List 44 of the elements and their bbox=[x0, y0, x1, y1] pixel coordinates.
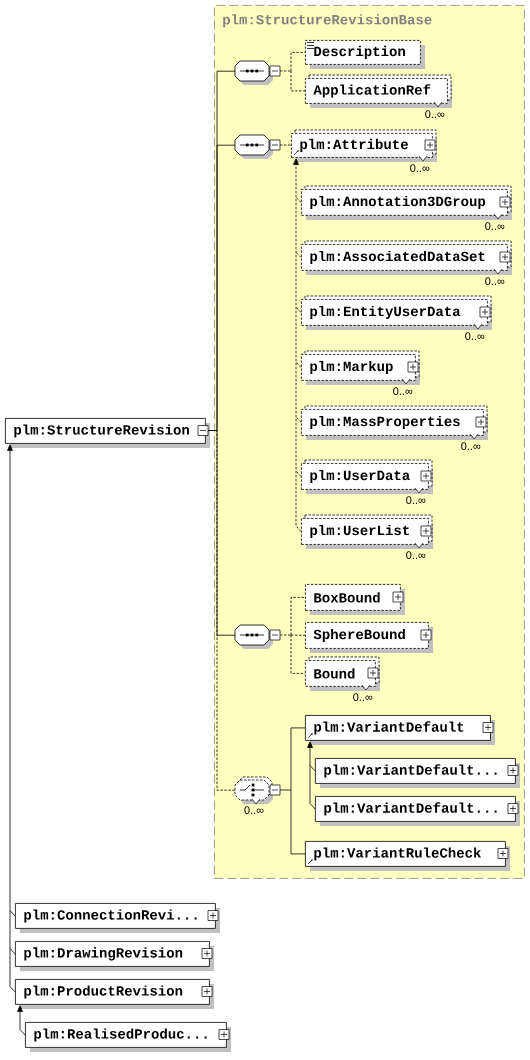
multiplicity-label: 0..∞ bbox=[353, 693, 373, 701]
element-box: plm:Attribute bbox=[291, 129, 437, 158]
connector-line bbox=[279, 144, 292, 146]
arrow bbox=[307, 741, 316, 810]
multiplicity-label: 0..∞ bbox=[465, 332, 485, 340]
arrow bbox=[17, 1005, 26, 1036]
element-box: plm:ConnectionRevi... bbox=[15, 903, 216, 929]
element-box: plm:VariantDefault... bbox=[315, 796, 516, 822]
element-box: plm:RealisedProduc... bbox=[25, 1022, 227, 1048]
element-box: Bound bbox=[305, 656, 380, 687]
element-box: plm:UserData bbox=[301, 459, 433, 490]
element-box: plm:StructureRevision bbox=[5, 418, 206, 444]
multiplicity-label: 0..∞ bbox=[244, 806, 264, 814]
multiplicity-label: 0..∞ bbox=[485, 222, 505, 230]
multiplicity-label: 0..∞ bbox=[393, 387, 413, 395]
arrow bbox=[293, 158, 302, 532]
element-box: SphereBound bbox=[305, 622, 429, 649]
multiplicity-label: 0..∞ bbox=[485, 277, 505, 285]
element-box: plm:AssociatedDataSet bbox=[301, 240, 512, 271]
element-box: BoxBound bbox=[305, 584, 401, 611]
element-box: plm:EntityUserData bbox=[301, 295, 492, 326]
element-box: plm:MassProperties bbox=[301, 405, 488, 436]
multiplicity-label: 0..∞ bbox=[425, 110, 445, 118]
multiplicity-label: 0..∞ bbox=[410, 164, 430, 172]
panel-title: plm:StructureRevisionBase bbox=[223, 14, 432, 28]
multiplicity-label: 0..∞ bbox=[406, 551, 426, 559]
element-box: plm:Markup bbox=[301, 350, 420, 381]
element-box: ApplicationRef bbox=[305, 74, 452, 104]
connector-line bbox=[279, 597, 306, 674]
connector-line bbox=[207, 430, 236, 636]
connector-line bbox=[279, 727, 306, 855]
connector-line bbox=[279, 52, 306, 92]
element-box: plm:DrawingRevision bbox=[15, 941, 210, 967]
element-box: Description bbox=[305, 40, 421, 65]
element-box: plm:VariantDefault bbox=[305, 715, 491, 741]
arrow bbox=[7, 444, 16, 993]
connector-line bbox=[207, 430, 236, 791]
element-box: plm:VariantRuleCheck bbox=[305, 841, 506, 867]
element-box: plm:Annotation3DGroup bbox=[301, 185, 512, 216]
element-box: plm:UserList bbox=[301, 514, 433, 545]
element-box: plm:VariantDefault... bbox=[315, 758, 516, 784]
multiplicity-label: 0..∞ bbox=[406, 496, 426, 504]
element-box: plm:ProductRevision bbox=[15, 979, 210, 1005]
multiplicity-label: 0..∞ bbox=[461, 442, 481, 450]
